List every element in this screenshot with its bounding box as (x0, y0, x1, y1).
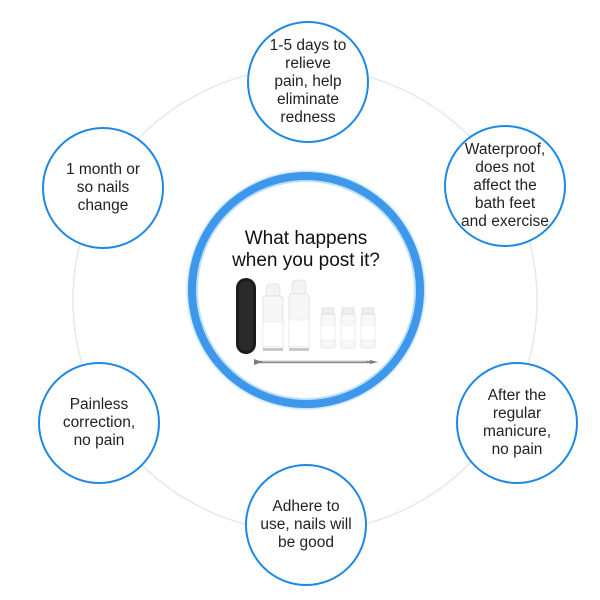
benefit-bubble-bottom: Adhere to use, nails will be good (245, 464, 367, 586)
nail-file (236, 278, 256, 354)
benefit-text-bottom: Adhere to use, nails will be good (260, 498, 352, 551)
vial-2 (340, 307, 356, 349)
benefit-text-right: After the regular manicure, no pain (482, 387, 552, 458)
benefit-bubble-left: Painless correction, no pain (38, 362, 160, 484)
benefit-bubble-top: 1-5 days to relieve pain, help eliminate… (247, 21, 369, 143)
benefit-text-top: 1-5 days to relieve pain, help eliminate… (269, 37, 347, 126)
benefit-text-left: Painless correction, no pain (62, 396, 136, 449)
product-kit-image (236, 278, 378, 365)
cuticle-pusher (254, 359, 378, 365)
vial-1 (320, 307, 336, 349)
glue-bottle-2 (288, 279, 310, 351)
center-title: What happens when you post it? (232, 228, 380, 271)
benefit-text-top-left: 1 month or so nails change (65, 161, 141, 214)
benefit-bubble-top-left: 1 month or so nails change (42, 127, 164, 249)
glue-bottle-1 (262, 283, 284, 351)
vial-3 (360, 307, 376, 349)
benefit-bubble-right: After the regular manicure, no pain (456, 362, 578, 484)
center-circle: What happens when you post it? (188, 172, 424, 408)
benefit-text-top-right: Waterproof, does not affect the bath fee… (461, 141, 549, 230)
center-circle-inner: What happens when you post it? (196, 180, 416, 400)
benefit-bubble-top-right: Waterproof, does not affect the bath fee… (444, 125, 566, 247)
